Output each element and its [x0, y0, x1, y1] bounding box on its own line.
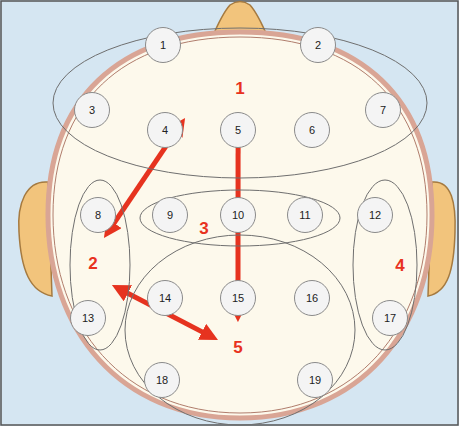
electrode-circle: [81, 198, 116, 233]
electrode-number: 14: [159, 293, 171, 304]
brain-region: 2 8 13: [70, 180, 130, 350]
electrode-number: 1: [160, 40, 166, 51]
region-ellipse: [70, 180, 130, 350]
electrode-site: 16: [294, 280, 330, 316]
electrode-site: 19: [297, 362, 333, 398]
brain-region: 1 1 2 3 4 5 6 7: [53, 28, 427, 178]
electrode-circle: [146, 28, 181, 63]
electrode-site: 13: [70, 300, 106, 336]
electrode-circle: [221, 198, 256, 233]
electrode-number: 3: [89, 105, 95, 116]
electrode-number: 17: [384, 313, 396, 324]
electrode-number: 7: [380, 105, 386, 116]
electrode-circle: [153, 198, 188, 233]
region-ellipse: [53, 28, 427, 178]
electrode-circle: [298, 363, 333, 398]
electrode-number: 9: [167, 210, 173, 221]
electrode-number: 15: [232, 293, 244, 304]
electrode-circle: [148, 281, 183, 316]
electrode-circle: [366, 93, 401, 128]
electrode-circle: [373, 301, 408, 336]
electrode-number: 2: [315, 40, 321, 51]
electrode-number: 6: [309, 125, 315, 136]
electrode-site: 5: [220, 112, 256, 148]
electrode-site: 11: [287, 197, 323, 233]
electrode-circle: [148, 113, 183, 148]
head-outline: [48, 32, 432, 418]
electrode-site: 15: [220, 280, 256, 316]
electrode-number: 11: [299, 210, 310, 221]
electrode-circle: [295, 113, 330, 148]
electrode-number: 8: [95, 210, 101, 221]
region-number: 3: [199, 220, 208, 237]
electrode-circle: [71, 301, 106, 336]
electrode-site: 2: [300, 27, 336, 63]
electrode-circle: [75, 93, 110, 128]
electrode-circle: [145, 363, 180, 398]
electrode-site: 3: [74, 92, 110, 128]
electrode-circle: [301, 28, 336, 63]
electrode-number: 4: [162, 125, 168, 136]
electrode-site: 17: [372, 300, 408, 336]
region-number: 1: [235, 80, 244, 97]
head-inner-line: [53, 37, 427, 413]
electrode-site: 7: [365, 92, 401, 128]
electrode-circle: [358, 198, 393, 233]
electrode-number: 19: [309, 375, 321, 386]
electrode-site: 9: [152, 197, 188, 233]
electrode-site: 8: [80, 197, 116, 233]
region-ellipse: [140, 190, 340, 246]
brain-region: 3 9 10 11: [140, 190, 340, 246]
electrode-site: 12: [357, 197, 393, 233]
electrode-site: 6: [294, 112, 330, 148]
electrode-number: 12: [369, 210, 381, 221]
region-number: 4: [395, 257, 404, 274]
electrode-site: 1: [145, 27, 181, 63]
electrode-number: 18: [156, 375, 168, 386]
electrode-site: 18: [144, 362, 180, 398]
brain-region: 5 14 15 16 18 19: [125, 235, 355, 425]
electrode-number: 10: [232, 210, 244, 221]
electrode-number: 5: [235, 125, 241, 136]
electrode-site: 4: [147, 112, 183, 148]
electrode-circle: [221, 281, 256, 316]
electrode-number: 16: [306, 293, 318, 304]
region-ellipse: [353, 180, 417, 350]
region-ellipse: [125, 235, 355, 425]
electrode-circle: [221, 113, 256, 148]
region-number: 5: [233, 339, 242, 356]
electrode-site: 10: [220, 197, 256, 233]
electrode-number: 13: [82, 313, 94, 324]
brain-region: 4 12 17: [353, 180, 417, 350]
electrode-circle: [288, 198, 323, 233]
electrode-site: 14: [147, 280, 183, 316]
region-number: 2: [88, 255, 97, 272]
electrode-circle: [295, 281, 330, 316]
